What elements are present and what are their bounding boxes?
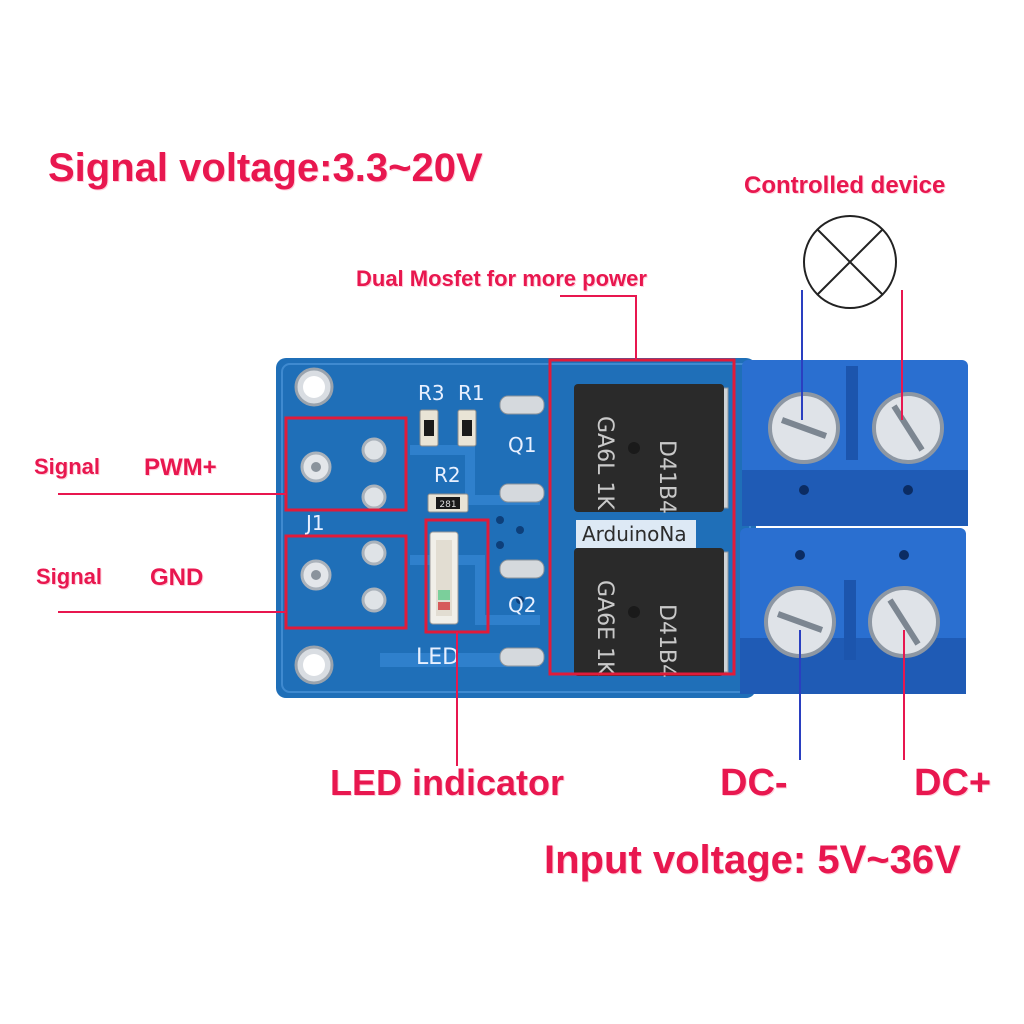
pwm-highlight-box bbox=[284, 416, 408, 512]
watermark: ArduinoNa bbox=[576, 520, 696, 548]
signal-voltage-label: Signal voltage:3.3~20V bbox=[48, 146, 483, 190]
silk-q1: Q1 bbox=[508, 433, 536, 457]
silk-led: LED bbox=[416, 645, 459, 670]
gnd-pin-label: GND bbox=[150, 564, 204, 591]
gnd-highlight-box bbox=[284, 534, 408, 630]
silk-r3: R3 bbox=[418, 381, 445, 405]
watermark-text: ArduinoNa bbox=[582, 522, 687, 546]
terminal-block-top bbox=[742, 360, 968, 526]
annotation-boxes bbox=[284, 358, 736, 676]
resistors: 281 bbox=[419, 409, 477, 513]
mosfet-top-part: GA6L 1K bbox=[592, 416, 617, 510]
signal-header-pads bbox=[300, 437, 387, 613]
wires bbox=[799, 290, 905, 760]
dc-plus-label: DC+ bbox=[914, 762, 992, 804]
dual-mosfet-label: Dual Mosfet for more power bbox=[356, 266, 647, 291]
mounting-holes bbox=[294, 367, 334, 685]
input-voltage-label: Input voltage: 5V~36V bbox=[544, 838, 961, 882]
dc-minus-label: DC- bbox=[720, 762, 788, 804]
led-indicator-label: LED indicator bbox=[330, 762, 565, 803]
controlled-device-label: Controlled device bbox=[744, 172, 946, 199]
mosfet-bottom-part: GA6E 1K bbox=[592, 580, 617, 676]
silk-r1: R1 bbox=[458, 381, 485, 405]
mosfet-bottom-code: D41B4 bbox=[654, 604, 679, 678]
resistor-code: 281 bbox=[439, 500, 456, 510]
mosfet-top-code: D41B4 bbox=[654, 440, 679, 514]
lamp-icon bbox=[803, 215, 897, 309]
silk-j1: J1 bbox=[304, 511, 325, 535]
mosfet-highlight-box bbox=[548, 358, 736, 676]
mosfet-q1: GA6L 1K D41B4 bbox=[499, 384, 729, 514]
silkscreen: R3 R1 R2 Q1 Q2 J1 LED bbox=[304, 381, 536, 670]
silk-q2: Q2 bbox=[508, 593, 536, 617]
leader-lines bbox=[58, 295, 637, 766]
led-component bbox=[429, 531, 459, 625]
mosfet-q2: GA6E 1K D41B4 bbox=[499, 548, 729, 678]
pwm-pin-label: PWM+ bbox=[144, 454, 217, 481]
gnd-signal-label: Signal bbox=[36, 564, 103, 589]
terminal-block-bottom bbox=[740, 528, 966, 694]
silk-r2: R2 bbox=[434, 463, 461, 487]
pwm-signal-label: Signal bbox=[34, 454, 101, 479]
